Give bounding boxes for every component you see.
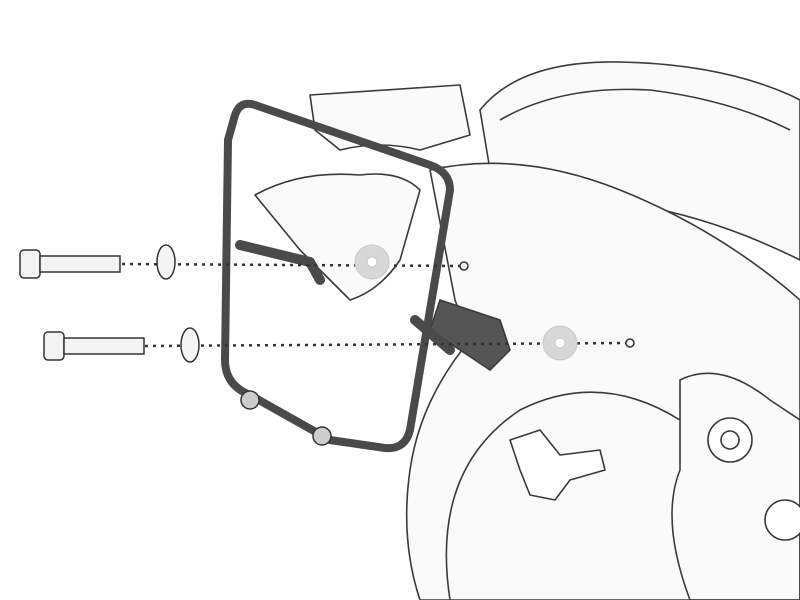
- mount-hole-lower: [625, 338, 635, 348]
- bolt-shaft: [39, 255, 121, 273]
- shock-absorber: [671, 372, 800, 600]
- guide-line-upper: [121, 262, 463, 268]
- bracket-arm-upper: [235, 240, 325, 285]
- nut-upper: [156, 244, 176, 280]
- mount-hole-upper: [459, 261, 469, 271]
- nut-lower: [180, 327, 200, 363]
- wheel-outline: [445, 391, 681, 600]
- foot-lower: [312, 426, 332, 446]
- shock-mount-inner: [720, 430, 740, 450]
- bolt-lower: [43, 331, 145, 361]
- washer-lower-hole: [554, 337, 566, 349]
- mount-holes: [459, 261, 635, 348]
- bracket-frame: [221, 99, 454, 453]
- nuts: [156, 244, 200, 363]
- mount-tab: [429, 299, 511, 371]
- axle: [764, 499, 800, 541]
- pannier-bracket: [221, 99, 455, 453]
- motorcycle-body: [254, 61, 800, 600]
- bolt-head: [43, 331, 65, 361]
- washer-upper-hole: [366, 256, 378, 268]
- bolt-shaft: [63, 337, 145, 355]
- bracket-feet: [240, 390, 332, 446]
- bolt-upper: [19, 249, 121, 279]
- subframe: [254, 173, 421, 301]
- washers: [354, 244, 578, 361]
- bracket-arm-lower: [410, 315, 455, 355]
- rear-fender: [309, 84, 471, 151]
- seat-cushion: [499, 88, 791, 131]
- foot-upper: [240, 390, 260, 410]
- wheel-hub: [509, 429, 606, 501]
- bolt-head: [19, 249, 41, 279]
